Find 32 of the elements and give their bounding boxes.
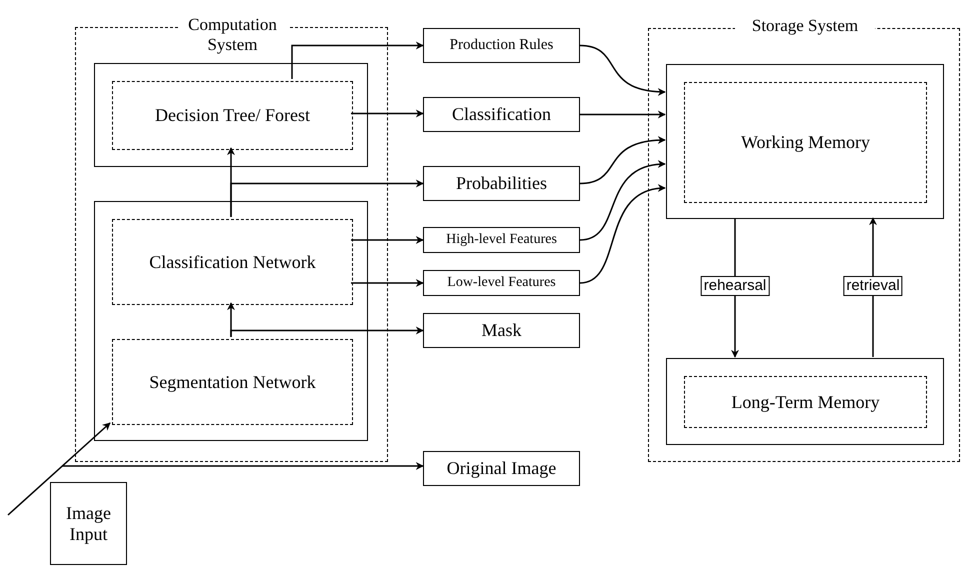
- arrow: [580, 110, 666, 118]
- process-box: Mask: [423, 313, 580, 348]
- process-box: Long-Term Memory: [684, 376, 927, 428]
- arrow: [580, 160, 666, 241]
- process-box: Working Memory: [684, 82, 927, 203]
- container-box: [94, 63, 368, 167]
- arrow: [580, 184, 666, 284]
- process-box: Original Image: [423, 451, 580, 486]
- process-box: High-level Features: [423, 227, 580, 253]
- process-box: Probabilities: [423, 166, 580, 201]
- arrow: [8, 422, 111, 516]
- arrow: [351, 236, 424, 244]
- process-box: Production Rules: [423, 28, 580, 63]
- edge-label: rehearsal: [700, 276, 770, 296]
- arrow: [230, 326, 424, 337]
- process-box: Segmentation Network: [112, 339, 353, 425]
- container-box: [94, 201, 368, 441]
- process-box: Image Input: [50, 482, 127, 565]
- arrow: [291, 42, 424, 79]
- arrow: [351, 279, 424, 287]
- arrow: [580, 136, 666, 184]
- arrow: [230, 180, 424, 217]
- process-box: Low-level Features: [423, 270, 580, 296]
- process-box: Decision Tree/ Forest: [112, 81, 353, 150]
- process-box: Classification Network: [112, 219, 353, 305]
- arrow: [62, 462, 424, 470]
- process-box: Classification: [423, 97, 580, 132]
- container-box: [666, 358, 944, 445]
- edge-label: retrieval: [843, 276, 903, 296]
- arrow: [351, 110, 424, 118]
- arrow: [580, 44, 666, 96]
- container-box: [666, 64, 944, 219]
